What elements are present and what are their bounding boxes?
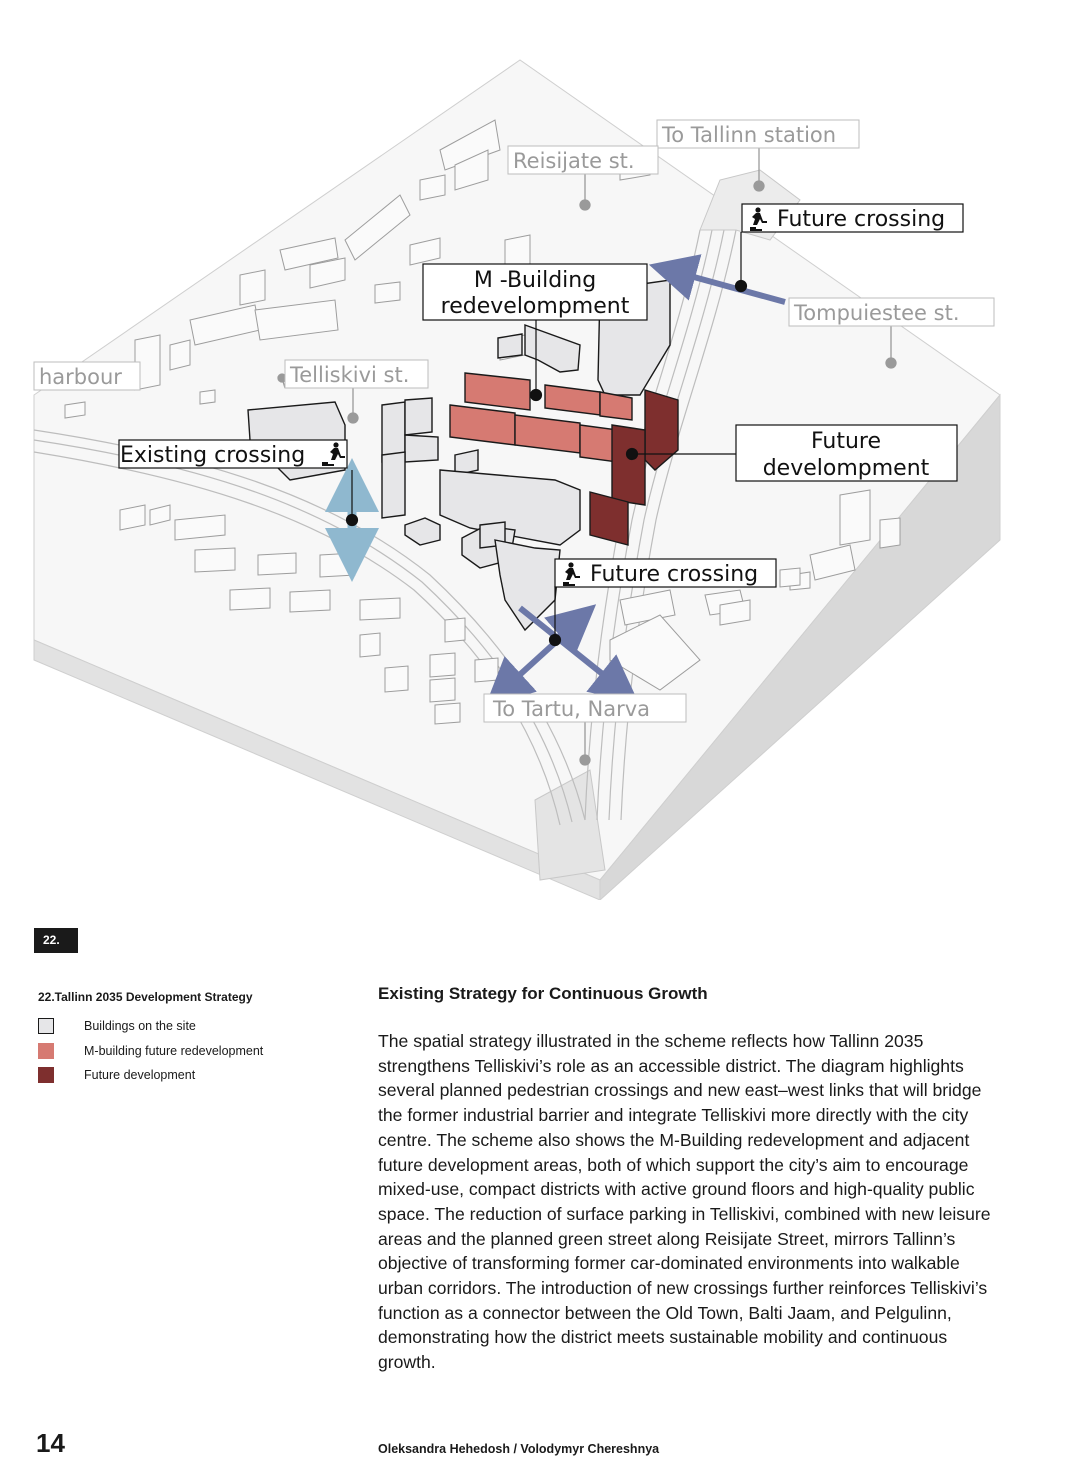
legend-item: Buildings on the site xyxy=(38,1014,338,1039)
pedestrian-icon xyxy=(563,562,580,586)
label-harbour: harbour xyxy=(39,365,122,389)
pedestrian-icon xyxy=(322,442,345,466)
label-m-building-2: redevelompment xyxy=(441,294,630,319)
callout-labels: Future crossing M -Building redevelompme… xyxy=(118,203,964,588)
isometric-site-diagram: To Tallinn station Reisijate st. Tompuie… xyxy=(33,59,1001,900)
article-body: The spatial strategy illustrated in the … xyxy=(378,1031,991,1373)
legend-swatch-m-building xyxy=(38,1042,54,1059)
label-tartu-narva: To Tartu, Narva xyxy=(492,697,650,721)
label-future-crossing-bottom: Future crossing xyxy=(590,562,758,587)
legend-title: 22.Tallinn 2035 Development Strategy xyxy=(38,990,253,1004)
pedestrian-icon xyxy=(750,207,767,231)
legend-swatch-future xyxy=(38,1067,54,1084)
legend-label: Future development xyxy=(84,1068,196,1083)
article-heading: Existing Strategy for Continuous Growth xyxy=(378,984,708,1003)
street-labels: To Tallinn station Reisijate st. Tompuie… xyxy=(33,119,995,723)
label-future-crossing-top: Future crossing xyxy=(777,207,945,232)
legend-label: M-building future redevelopment xyxy=(84,1043,264,1058)
page-number: 14 xyxy=(36,1428,65,1458)
label-future-development-1: Future xyxy=(811,429,881,454)
label-telliskivi-st: Telliskivi st. xyxy=(289,363,409,387)
future-development-blocks xyxy=(589,389,679,546)
leader-lines-dark xyxy=(345,232,748,647)
label-tallinn-station: To Tallinn station xyxy=(661,123,836,147)
legend: 22.Tallinn 2035 Development Strategy Bui… xyxy=(38,990,338,1088)
legend-label: Buildings on the site xyxy=(84,1019,196,1034)
legend-item: Future development xyxy=(38,1063,338,1088)
legend-item: M-building future redevelopment xyxy=(38,1039,338,1064)
article: Existing Strategy for Continuous Growth … xyxy=(378,984,1008,1375)
label-tompuiestee-st: Tompuiestee st. xyxy=(793,301,960,325)
figure-number-badge: 22. xyxy=(34,928,78,953)
authors: Oleksandra Hehedosh / Volodymyr Chereshn… xyxy=(378,1442,660,1456)
label-future-development-2: develompment xyxy=(763,456,930,481)
label-existing-crossing: Existing crossing xyxy=(120,443,305,468)
crossing-arrow-top xyxy=(648,254,786,305)
label-reisijate-st: Reisijate st. xyxy=(513,149,635,173)
legend-swatch-site xyxy=(38,1018,54,1035)
label-m-building-1: M -Building xyxy=(474,268,596,293)
